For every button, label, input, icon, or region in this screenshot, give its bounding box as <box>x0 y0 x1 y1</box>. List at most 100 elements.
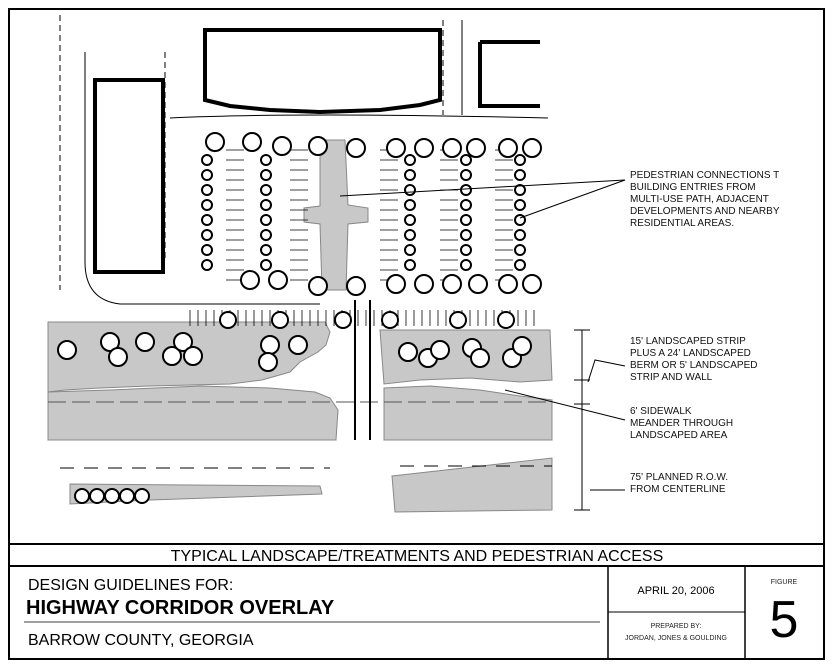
tree-icon <box>522 274 542 294</box>
center-pedestrian-island <box>303 139 369 291</box>
annotation-line: PEDESTRIAN CONNECTIONS T <box>630 170 779 181</box>
leader-sidewalk <box>504 389 626 421</box>
tree-icon <box>288 335 308 355</box>
tree-icon <box>260 154 272 166</box>
figure-label: FIGURE <box>771 579 798 586</box>
tree-icon <box>497 311 515 329</box>
tree-icon <box>498 138 518 158</box>
tree-icon <box>268 270 288 290</box>
figure-caption: TYPICAL LANDSCAPE/TREATMENTS AND PEDESTR… <box>171 548 664 565</box>
tree-icon <box>449 311 467 329</box>
tree-icon <box>404 199 416 211</box>
tree-icon <box>260 184 272 196</box>
tree-icon <box>514 229 526 241</box>
annotation-line: 6' SIDEWALK <box>630 406 692 417</box>
tree-icon <box>334 311 352 329</box>
tree-icon <box>404 229 416 241</box>
tree-icon <box>201 214 213 226</box>
tree-icon <box>57 340 77 360</box>
tree-icon <box>260 335 280 355</box>
tree-icon <box>442 138 462 158</box>
landscape-strip-right-upper <box>379 329 553 385</box>
median-right <box>391 457 553 513</box>
tree-icon <box>404 244 416 256</box>
tree-icon <box>89 488 105 504</box>
tree-icon <box>183 346 203 366</box>
tree-icon <box>346 138 366 158</box>
tree-icon <box>134 488 150 504</box>
tree-icon <box>460 229 472 241</box>
annotation-row: 75' PLANNED R.O.W.FROM CENTERLINE <box>630 472 728 495</box>
leader-ped-1 <box>339 179 626 197</box>
title-line-2: HIGHWAY CORRIDOR OVERLAY <box>26 597 335 619</box>
tree-icon <box>514 199 526 211</box>
title-block <box>8 543 825 660</box>
tree-icon <box>498 274 518 294</box>
leader-ped-2 <box>519 179 626 219</box>
tree-icon <box>260 199 272 211</box>
buildings <box>93 28 540 274</box>
title-block-frame <box>8 543 825 660</box>
tree-icon <box>522 138 542 158</box>
figure-number: 5 <box>770 591 799 649</box>
tree-icon <box>514 154 526 166</box>
landscape-strip-left-lower <box>47 385 339 441</box>
tree-icon <box>514 244 526 256</box>
tree-icon <box>414 138 434 158</box>
tree-icon <box>460 184 472 196</box>
road-lines <box>48 15 552 469</box>
tree-icon <box>460 259 472 271</box>
tree-icon <box>346 276 366 296</box>
tree-icon <box>260 229 272 241</box>
date-text: APRIL 20, 2006 <box>637 585 714 597</box>
annotation-line: FROM CENTERLINE <box>630 484 726 495</box>
dimension-lines <box>574 329 590 511</box>
tree-icon <box>272 136 292 156</box>
tree-icon <box>460 199 472 211</box>
annotation-line: BERM OR 5' LANDSCAPED <box>630 360 758 371</box>
building-main <box>203 28 442 115</box>
tree-icon <box>468 274 488 294</box>
tree-icon <box>173 332 193 352</box>
tree-icon <box>74 488 90 504</box>
tree-icon <box>430 340 450 360</box>
dimension-ticks <box>574 329 590 511</box>
tree-icon <box>404 184 416 196</box>
tree-icon <box>201 184 213 196</box>
tree-icon <box>104 488 120 504</box>
building-left <box>93 78 165 274</box>
tree-icon <box>470 348 490 368</box>
tree-icon <box>260 214 272 226</box>
leader-lines <box>339 179 626 491</box>
tree-icon <box>242 132 262 152</box>
tree-icon <box>258 352 278 372</box>
tree-icon <box>404 169 416 181</box>
tree-icon <box>514 169 526 181</box>
tree-icon <box>201 199 213 211</box>
tree-icon <box>514 259 526 271</box>
tree-icon <box>260 259 272 271</box>
tree-icon <box>205 132 225 152</box>
annotation-line: MEANDER THROUGH <box>630 418 733 429</box>
tree-icon <box>240 270 260 290</box>
building-right <box>478 40 540 108</box>
tree-icon <box>460 214 472 226</box>
tree-icon <box>201 229 213 241</box>
tree-icon <box>201 259 213 271</box>
annotation-line: 15' LANDSCAPED STRIP <box>630 336 746 347</box>
annotation-line: BUILDING ENTRIES FROM <box>630 182 756 193</box>
tree-icon <box>460 169 472 181</box>
tree-icon <box>404 259 416 271</box>
prepared-by-name: JORDAN, JONES & GOULDING <box>625 635 727 642</box>
tree-icon <box>381 311 399 329</box>
title-line-1: DESIGN GUIDELINES FOR: <box>28 577 233 594</box>
tree-icon <box>201 244 213 256</box>
tree-icon <box>442 274 462 294</box>
annotation-line: STRIP AND WALL <box>630 372 713 383</box>
tree-icon <box>460 154 472 166</box>
